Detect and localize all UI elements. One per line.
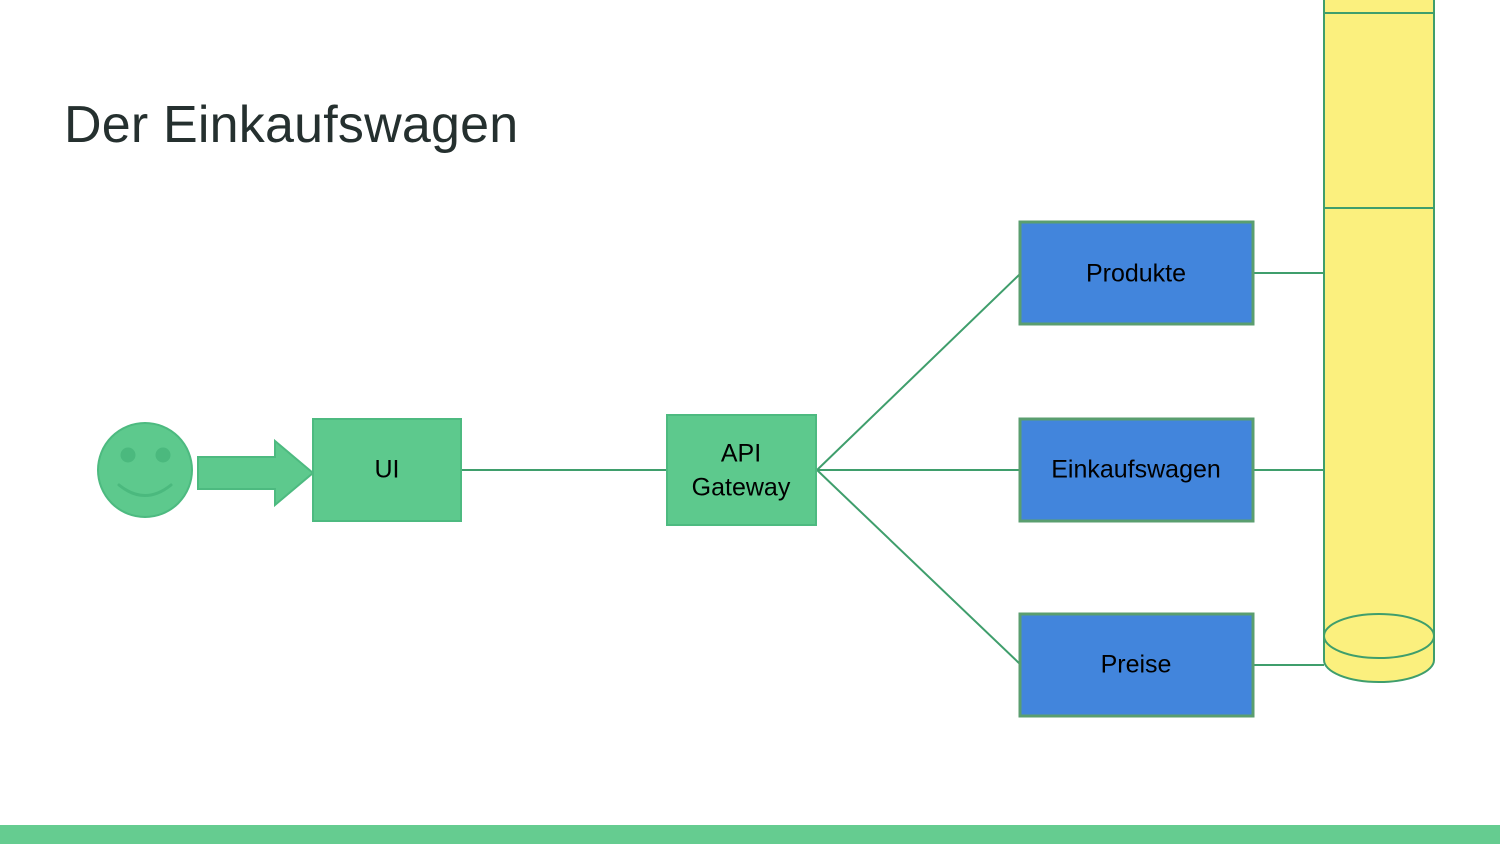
node-ui-box[interactable] bbox=[312, 418, 462, 522]
user-smiley-icon bbox=[97, 422, 193, 518]
connector-api-gateway-to-produkte bbox=[816, 272, 1022, 471]
node-produkte[interactable]: Produkte bbox=[1018, 220, 1255, 326]
connector-api-gateway-to-preise bbox=[816, 469, 1022, 666]
node-preise-box[interactable] bbox=[1018, 612, 1255, 718]
node-api-gateway-label-line2: Gateway bbox=[692, 474, 791, 502]
node-einkaufswagen-box[interactable] bbox=[1018, 417, 1255, 523]
user-to-ui-arrow-icon bbox=[197, 438, 315, 508]
connector-group bbox=[461, 272, 1324, 666]
node-preise-label: Preise bbox=[1101, 651, 1172, 679]
node-preise[interactable]: Preise bbox=[1018, 612, 1255, 718]
smiley-right-eye-icon bbox=[155, 447, 171, 463]
page-title: Der Einkaufswagen bbox=[64, 96, 519, 154]
node-ui-label: UI bbox=[375, 456, 400, 484]
node-produkte-label: Produkte bbox=[1086, 260, 1186, 288]
smiley-mouth-icon bbox=[117, 483, 173, 497]
node-ui[interactable]: UI bbox=[312, 418, 462, 522]
node-api-gateway-box[interactable] bbox=[666, 414, 817, 526]
smiley-face-circle bbox=[97, 422, 193, 518]
node-einkaufswagen[interactable]: Einkaufswagen bbox=[1018, 417, 1255, 523]
footer-accent-bar bbox=[0, 825, 1500, 844]
node-produkte-box[interactable] bbox=[1018, 220, 1255, 326]
node-einkaufswagen-label: Einkaufswagen bbox=[1051, 456, 1221, 484]
database-preise-top bbox=[1323, 613, 1435, 659]
database-preise-icon[interactable] bbox=[1323, 207, 1435, 683]
node-api-gateway[interactable]: API Gateway bbox=[666, 414, 817, 526]
smiley-left-eye-icon bbox=[120, 447, 136, 463]
node-api-gateway-label-line1: API bbox=[721, 440, 761, 468]
database-preise-body[interactable] bbox=[1323, 207, 1435, 683]
